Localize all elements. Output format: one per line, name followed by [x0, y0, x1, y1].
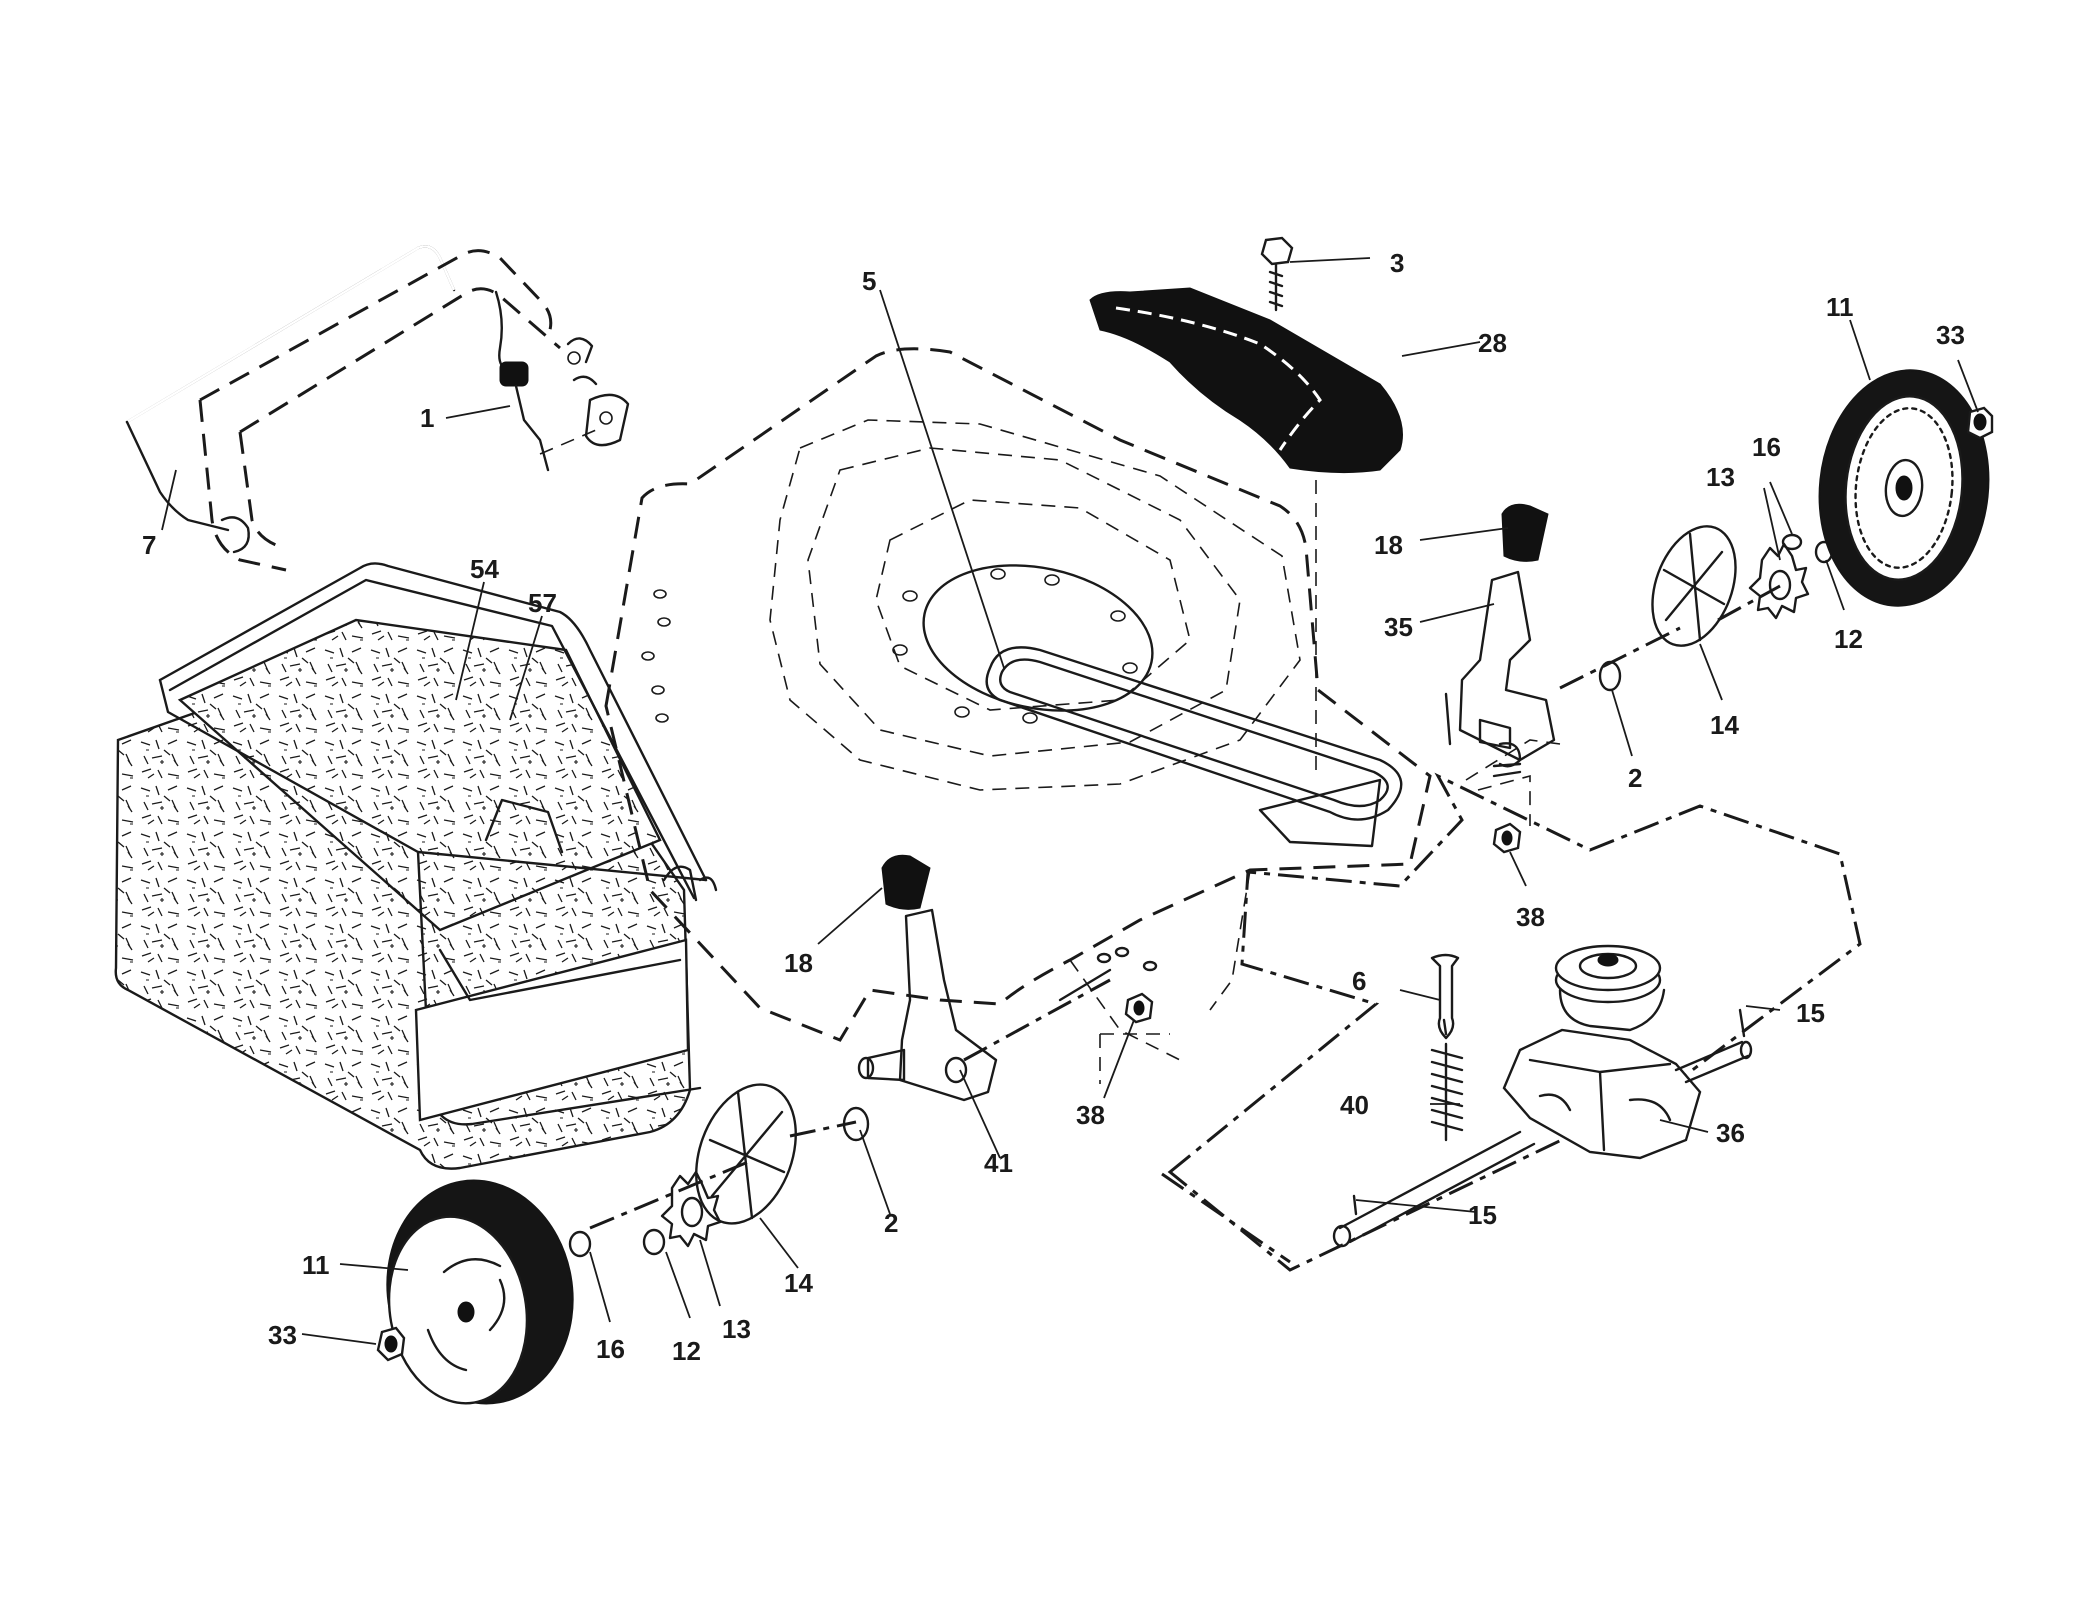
callout-15: 15	[1468, 1200, 1497, 1230]
left-wheel-assembly	[376, 1083, 870, 1405]
callout-1: 1	[420, 403, 434, 433]
callout-13: 13	[1706, 462, 1735, 492]
callout-3: 3	[1390, 248, 1404, 278]
callout-18: 18	[784, 948, 813, 978]
callout-40: 40	[1340, 1090, 1369, 1120]
right-bracket-nut	[1477, 774, 1531, 854]
deck-vent-holes	[641, 589, 671, 723]
callout-6: 6	[1352, 966, 1366, 996]
callout-12: 12	[672, 1336, 701, 1366]
callout-12: 12	[1834, 624, 1863, 654]
callout-11: 11	[302, 1250, 330, 1280]
callout-38: 38	[1076, 1100, 1105, 1130]
left-height-adjuster	[857, 854, 1158, 1102]
drive-belt	[985, 646, 1403, 848]
callout-54: 54	[470, 554, 499, 584]
handle-outline-dashed	[198, 249, 561, 572]
callout-18: 18	[1374, 530, 1403, 560]
grass-catcher	[114, 562, 718, 1170]
callout-13: 13	[722, 1314, 751, 1344]
drive-cable-and-spring	[1430, 953, 1464, 1142]
control-cable-clip	[494, 290, 630, 472]
rear-deflector	[1089, 287, 1403, 474]
callout-14: 14	[1710, 710, 1739, 740]
callout-14: 14	[784, 1268, 813, 1298]
left-wheel	[386, 1179, 574, 1405]
callout-38: 38	[1516, 902, 1545, 932]
callout-36: 36	[1716, 1118, 1745, 1148]
callout-2: 2	[884, 1208, 898, 1238]
callout-2: 2	[1628, 763, 1642, 793]
upper-handle	[125, 245, 456, 554]
callout-35: 35	[1384, 612, 1413, 642]
left-bracket-nut	[1099, 992, 1170, 1084]
deck-bolt-holes	[892, 568, 1138, 724]
deflector-bolt	[1260, 236, 1317, 770]
callout-5: 5	[862, 266, 876, 296]
right-wheel	[1818, 369, 1990, 607]
callout-15: 15	[1796, 998, 1825, 1028]
callouts: 1 2 2 3 5 6 7 11 11 12 12 13 13 14 14 15…	[142, 248, 1965, 1366]
callout-16: 16	[1752, 432, 1781, 462]
callout-57: 57	[528, 588, 557, 618]
callout-41: 41	[984, 1148, 1013, 1178]
callout-11: 11	[1826, 292, 1854, 322]
transmission-box	[1161, 772, 1862, 1272]
right-wheel-assembly	[1598, 369, 1994, 692]
callout-16: 16	[596, 1334, 625, 1364]
right-height-adjuster	[1444, 503, 1681, 781]
callout-33: 33	[268, 1320, 297, 1350]
callout-28: 28	[1478, 328, 1507, 358]
callout-33: 33	[1936, 320, 1965, 350]
callout-7: 7	[142, 530, 156, 560]
transmission	[1332, 944, 1753, 1248]
leader-lines	[161, 257, 1979, 1345]
